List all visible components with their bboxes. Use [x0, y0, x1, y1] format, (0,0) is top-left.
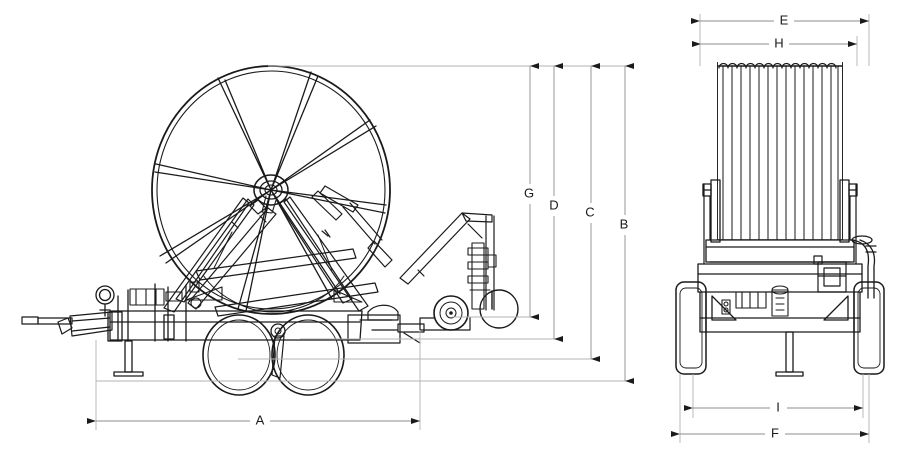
frame-gusset — [185, 286, 363, 303]
label-mask-A — [250, 412, 270, 430]
rear-label-masks — [765, 12, 794, 443]
hydraulic-control-block — [129, 281, 202, 309]
valve-manifold — [721, 285, 789, 317]
dimension-annotations: G D C B A E H — [87, 12, 870, 443]
extension-lines — [95, 14, 870, 443]
gun-cart-mast — [467, 242, 497, 310]
dimension-label-H: H — [774, 35, 783, 50]
drawbar — [21, 311, 113, 337]
dimension-label-G: G — [524, 185, 534, 200]
dimension-label-D: D — [549, 197, 558, 212]
hose-coil-tops — [718, 62, 837, 69]
dimension-label-F: F — [771, 425, 779, 440]
tandem-wheels — [202, 314, 345, 396]
rear-frame-turbine — [347, 304, 425, 344]
reel-hub — [253, 174, 289, 214]
side-elevation-view — [21, 65, 519, 396]
hose-drum-coils — [717, 62, 843, 240]
parking-jack — [113, 340, 144, 377]
dimension-label-I: I — [776, 399, 780, 414]
left-frame-post — [703, 183, 857, 265]
hitch-ring — [95, 285, 115, 317]
dimension-label-C: C — [585, 204, 594, 219]
dimension-label-A: A — [256, 412, 265, 427]
dimension-label-B: B — [620, 216, 629, 231]
vertical-label-masks — [522, 184, 633, 235]
drive-housing — [813, 255, 847, 293]
rear-elevation-view — [675, 62, 885, 377]
sprinkler-gun-body — [479, 289, 519, 329]
dimension-label-E: E — [780, 12, 789, 27]
reel-spokes — [154, 71, 387, 312]
rear-parking-jack — [775, 331, 804, 377]
